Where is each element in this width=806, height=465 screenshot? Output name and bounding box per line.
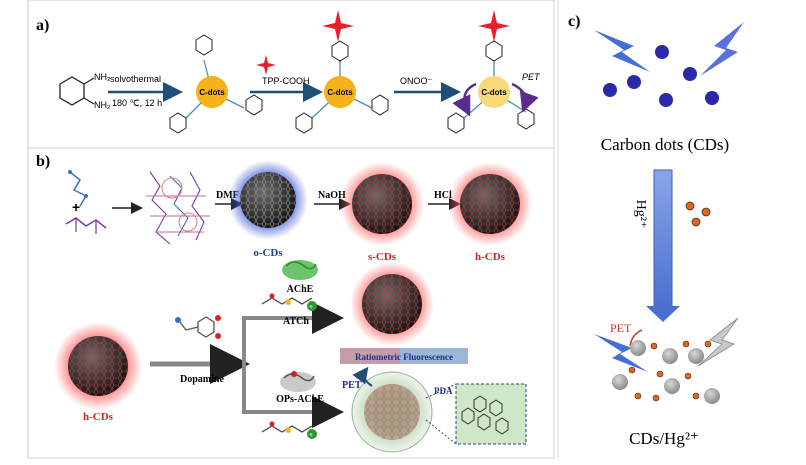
scds-label: s-CDs	[368, 251, 397, 263]
pda-structure-box	[455, 383, 527, 445]
hg-ions	[685, 201, 711, 227]
svg-text:+: +	[309, 304, 313, 311]
ops-ache-label: OPs-AChE	[276, 394, 324, 405]
arrow1-bottom-label: 180 ℃, 12 h	[112, 98, 162, 108]
cdot-3-group: C-dots PET	[447, 10, 541, 134]
ache-label: AChE	[287, 284, 314, 295]
lightning-right-icon	[700, 22, 744, 76]
dopamine-molecule	[175, 315, 221, 339]
carbon-dots-cluster	[603, 45, 719, 107]
lightning-bottom-right-icon	[697, 317, 739, 367]
pda-label: PDA	[434, 386, 453, 396]
ocds-particle	[228, 160, 308, 240]
ocds-label: o-CDs	[253, 247, 283, 259]
panel-a-label: a)	[36, 17, 49, 34]
ache-enzyme	[282, 260, 318, 280]
hg-arrow-head	[646, 306, 680, 322]
panel-c-label: c)	[568, 13, 580, 30]
cdot-2	[324, 76, 356, 108]
hg-arrow-shaft	[653, 169, 673, 309]
cdot-1	[196, 76, 228, 108]
hcl-label: HCl	[434, 190, 452, 201]
pda-structure	[461, 395, 509, 435]
pet-arrow-b	[352, 366, 373, 387]
star-small-icon	[256, 55, 276, 75]
hcds-top-label: h-CDs	[475, 251, 506, 263]
naoh-label: NaOH	[318, 190, 346, 201]
pet-arrow-c	[629, 329, 643, 347]
polymer-network	[146, 171, 210, 245]
hg-ions-bound	[628, 340, 712, 402]
svg-text:C-dots: C-dots	[481, 88, 507, 97]
star-large-icon-2	[478, 10, 510, 42]
hcds-top-particle	[448, 162, 532, 246]
dopamine-label: Dopamine	[180, 374, 224, 385]
atch-molecule-2: +	[261, 421, 317, 439]
arrow3-top-label: ONOO⁻	[400, 76, 433, 86]
atch-molecule: +	[261, 293, 317, 311]
branch-arrow-down	[242, 364, 344, 428]
ops-ache-enzyme	[280, 371, 316, 392]
svg-text:+: +	[309, 432, 313, 439]
svg-text:NH₂: NH₂	[94, 72, 111, 82]
hcds-left-particle	[54, 322, 142, 410]
dmf-label: DMF	[216, 190, 239, 201]
svg-text:NH₂: NH₂	[94, 100, 111, 110]
hg-label: Hg²⁺	[633, 200, 648, 229]
pet-label-a: PET	[522, 72, 541, 82]
carbon-dots-label: Carbon dots (CDs)	[601, 135, 729, 154]
scds-particle	[340, 162, 424, 246]
lightning-left-icon	[594, 30, 650, 72]
quenched-dots	[612, 340, 720, 404]
svg-text:C-dots: C-dots	[199, 88, 225, 97]
pet-label-c: PET	[610, 321, 632, 335]
arrow2-top-label: TPP-COOH	[262, 76, 310, 86]
branch-arrow-up	[242, 302, 344, 364]
cdot-1-group: C-dots	[169, 34, 263, 134]
ratiometric-label: Ratiometric Fluorescence	[355, 352, 453, 362]
svg-text:+: +	[72, 199, 80, 215]
product-red-particle	[350, 262, 434, 346]
lightning-bottom-left-icon	[594, 334, 648, 372]
panel-b-label: b)	[36, 153, 50, 170]
panel-b-frame	[27, 147, 555, 459]
pet-arrow-right	[511, 82, 539, 113]
pda-coated-particle	[351, 371, 433, 453]
svg-text:C-dots: C-dots	[327, 88, 353, 97]
precursor-molecules: +	[65, 170, 107, 234]
star-large-icon	[322, 10, 354, 42]
arrow1-top-label: solvothermal	[110, 74, 161, 84]
hcds-left-label: h-CDs	[83, 411, 114, 423]
phenylenediamine-molecule: NH₂ NH₂	[59, 72, 111, 110]
cds-hg-label: CDs/Hg²⁺	[629, 429, 699, 448]
cdot-2-group: C-dots	[295, 10, 389, 134]
pet-label-b: PET	[342, 380, 362, 391]
atch-label: ATCh	[283, 316, 309, 327]
pet-arrow-left	[452, 82, 477, 117]
cdot-3	[478, 76, 510, 108]
